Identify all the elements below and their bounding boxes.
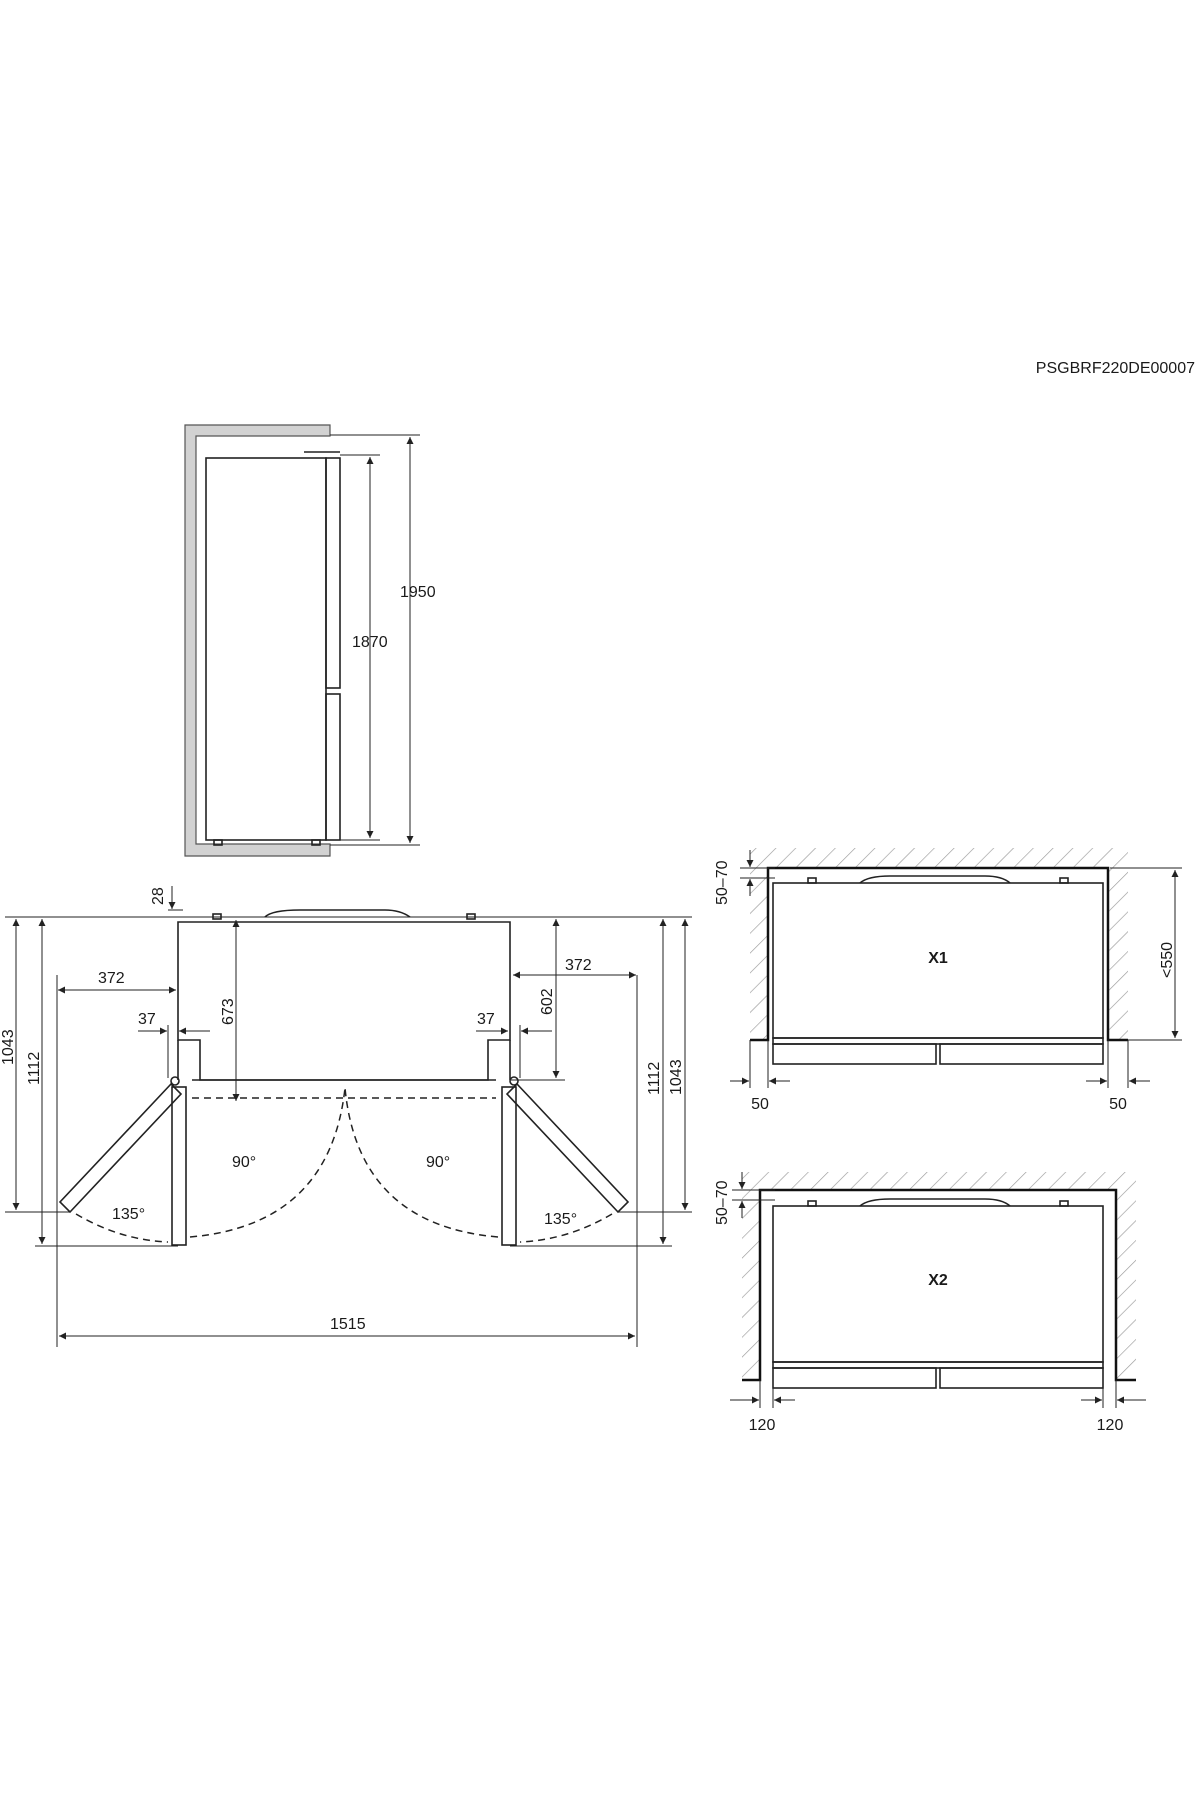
left-door-135: [58, 1082, 183, 1214]
installation-x1: X1 50–70 <550 50 50: [714, 848, 1182, 1113]
x1-dimension-depth: <550: [1159, 942, 1176, 978]
dimension-1870: 1870: [352, 634, 388, 651]
dimension-37-right: 37: [477, 1011, 495, 1028]
left-door-90: [171, 1086, 187, 1246]
left-swing-arc-135: [75, 1213, 169, 1243]
right-door-135: [505, 1082, 630, 1214]
right-swing-arc-135: [519, 1213, 613, 1243]
x2-dimension-right-clearance: 120: [1097, 1417, 1124, 1434]
dimension-1043-left: 1043: [0, 1029, 17, 1065]
angle-135-right: 135°: [544, 1211, 577, 1228]
dimension-1112-left: 1112: [26, 1052, 43, 1085]
drawing-code: PSGBRF220DE00007: [1036, 360, 1195, 377]
side-view-cabinet: [205, 457, 327, 841]
left-swing-arc-90: [189, 1087, 346, 1238]
angle-90-left: 90°: [232, 1154, 256, 1171]
x2-dimension-top-gap: 50–70: [714, 1180, 731, 1225]
side-view: 1950 1870: [184, 424, 436, 857]
installation-x2: X2 50–70 120 120: [714, 1172, 1146, 1434]
side-view-wall: [184, 424, 331, 857]
side-view-door-upper: [325, 457, 341, 689]
x2-dimension-left-clearance: 120: [749, 1417, 776, 1434]
dimension-372-left: 372: [98, 970, 125, 987]
x2-label: X2: [928, 1272, 948, 1289]
dimension-1112-right: 1112: [646, 1062, 663, 1095]
angle-135-left: 135°: [112, 1206, 145, 1223]
dimension-1043-right: 1043: [668, 1059, 685, 1095]
dimension-28: 28: [150, 887, 167, 905]
x1-dimension-left-clearance: 50: [751, 1096, 769, 1113]
top-view: 28 372 372 37 37 673 602 1043 1112: [0, 886, 692, 1347]
dimension-673: 673: [220, 998, 237, 1025]
x1-dimension-right-clearance: 50: [1109, 1096, 1127, 1113]
dimension-372-right: 372: [565, 957, 592, 974]
side-view-door-lower: [325, 693, 341, 841]
right-door-90: [501, 1086, 517, 1246]
x1-dimension-top-gap: 50–70: [714, 860, 731, 905]
dimension-1515: 1515: [330, 1316, 366, 1333]
x1-label: X1: [928, 950, 948, 967]
dimension-1950: 1950: [400, 584, 436, 601]
angle-90-right: 90°: [426, 1154, 450, 1171]
dimension-602: 602: [539, 988, 556, 1015]
dimension-37-left: 37: [138, 1011, 156, 1028]
right-swing-arc-90: [344, 1087, 499, 1238]
